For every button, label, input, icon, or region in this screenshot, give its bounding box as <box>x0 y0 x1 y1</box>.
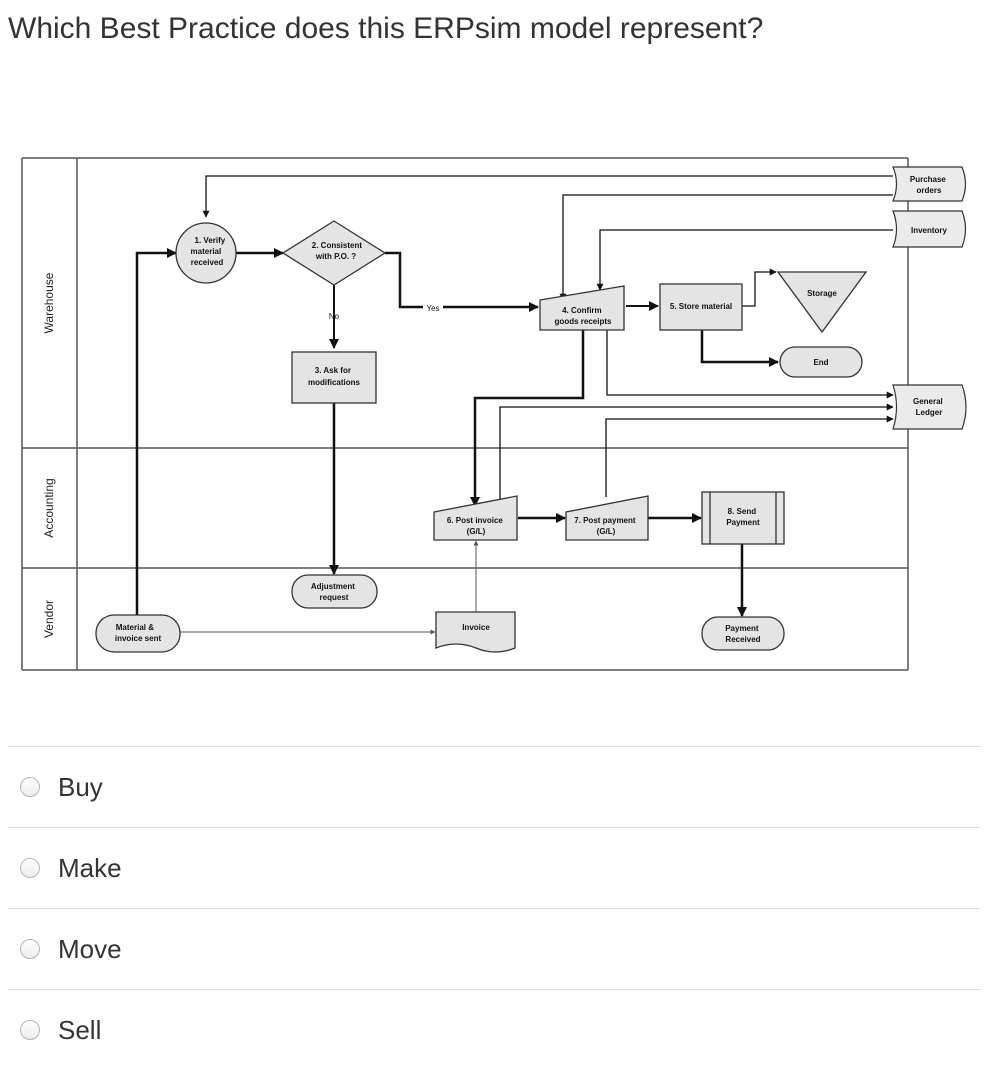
answer-option-make[interactable]: Make <box>8 827 980 908</box>
svg-text:4. Confirm goods receipt: 4. Confirm goods receipts <box>555 306 612 326</box>
svg-text:Invoice: Invoice <box>462 623 490 632</box>
branch-label-no: No <box>329 312 340 321</box>
flow-connectors <box>135 175 894 635</box>
payment-received-terminator: Payment Received <box>701 616 785 651</box>
step-store-material: 5. Store material <box>659 283 743 331</box>
step-confirm-goods-receipts: 4. Confirm goods receipts <box>539 285 625 331</box>
datastore-purchase-orders: Purchase orders <box>892 166 967 202</box>
step-verify-material: 1. Verify material received <box>175 222 237 284</box>
material-invoice-sent-terminator: Material & invoice sent <box>95 614 181 653</box>
question-title: Which Best Practice does this ERPsim mod… <box>8 12 764 45</box>
answer-label-buy[interactable]: Buy <box>58 771 103 802</box>
step-ask-modifications: 3. Ask for modifications <box>291 351 377 404</box>
svg-text:6. Post invoice (G/L): 6. Post invoice (G/L) <box>447 516 505 536</box>
lane-label-accounting: Accounting <box>42 478 56 537</box>
answer-choices: Buy Make Move Sell <box>8 746 980 1070</box>
radio-button-move[interactable] <box>20 939 40 959</box>
svg-text:2. Consistent with P.O.: 2. Consistent with P.O. ? <box>312 241 364 261</box>
invoice-document: Invoice <box>435 611 516 653</box>
svg-text:3. Ask for modifications: 3. Ask for modifications <box>308 366 361 387</box>
step-send-payment: 8. Send Payment <box>701 491 785 545</box>
svg-text:Storage: Storage <box>807 289 837 298</box>
step-post-invoice: 6. Post invoice (G/L) <box>433 495 518 541</box>
answer-option-sell[interactable]: Sell <box>8 989 980 1070</box>
end-terminator: End <box>779 346 863 378</box>
step-post-payment: 7. Post payment (G/L) <box>565 495 649 541</box>
svg-text:End: End <box>813 358 828 367</box>
svg-text:Purchase orders: Purchase orders <box>910 175 948 195</box>
step-consistent-decision: 2. Consistent with P.O. ? <box>281 220 387 286</box>
svg-text:Payment Received: Payment Received <box>725 624 761 644</box>
lane-label-warehouse: Warehouse <box>42 272 56 333</box>
svg-text:Inventory: Inventory <box>911 226 948 235</box>
branch-labels: No Yes <box>329 302 443 321</box>
swimlane-frame <box>21 157 909 671</box>
svg-text:8. Send Payment: 8. Send Payment <box>726 507 760 527</box>
datastore-inventory: Inventory <box>892 210 967 248</box>
radio-button-sell[interactable] <box>20 1020 40 1040</box>
svg-text:1. Verify material: 1. Verify material received <box>191 236 228 267</box>
svg-text:7. Post payment (G/L): 7. Post payment (G/L) <box>574 516 638 536</box>
svg-text:Material & invoice sent: Material & invoice sent <box>115 623 162 643</box>
storage-triangle: Storage <box>776 271 868 334</box>
answer-label-move[interactable]: Move <box>58 933 122 964</box>
erpsim-process-diagram: Warehouse Accounting Vendor <box>21 157 967 671</box>
svg-text:Adjustment request: Adjustment request <box>311 582 357 602</box>
adjustment-request-terminator: Adjustment request <box>291 574 378 609</box>
answer-option-move[interactable]: Move <box>8 908 980 989</box>
svg-text:5. Store material: 5. Store material <box>670 302 732 311</box>
answer-option-buy[interactable]: Buy <box>8 746 980 827</box>
branch-label-yes: Yes <box>426 304 439 313</box>
answer-label-sell[interactable]: Sell <box>58 1014 102 1045</box>
lane-labels: Warehouse Accounting Vendor <box>42 272 56 638</box>
radio-button-buy[interactable] <box>20 777 40 797</box>
answer-label-make[interactable]: Make <box>58 852 122 883</box>
radio-button-make[interactable] <box>20 858 40 878</box>
datastore-general-ledger: General Ledger <box>892 384 967 430</box>
svg-text:General Ledger: General Ledger <box>913 397 945 417</box>
lane-label-vendor: Vendor <box>42 600 56 638</box>
